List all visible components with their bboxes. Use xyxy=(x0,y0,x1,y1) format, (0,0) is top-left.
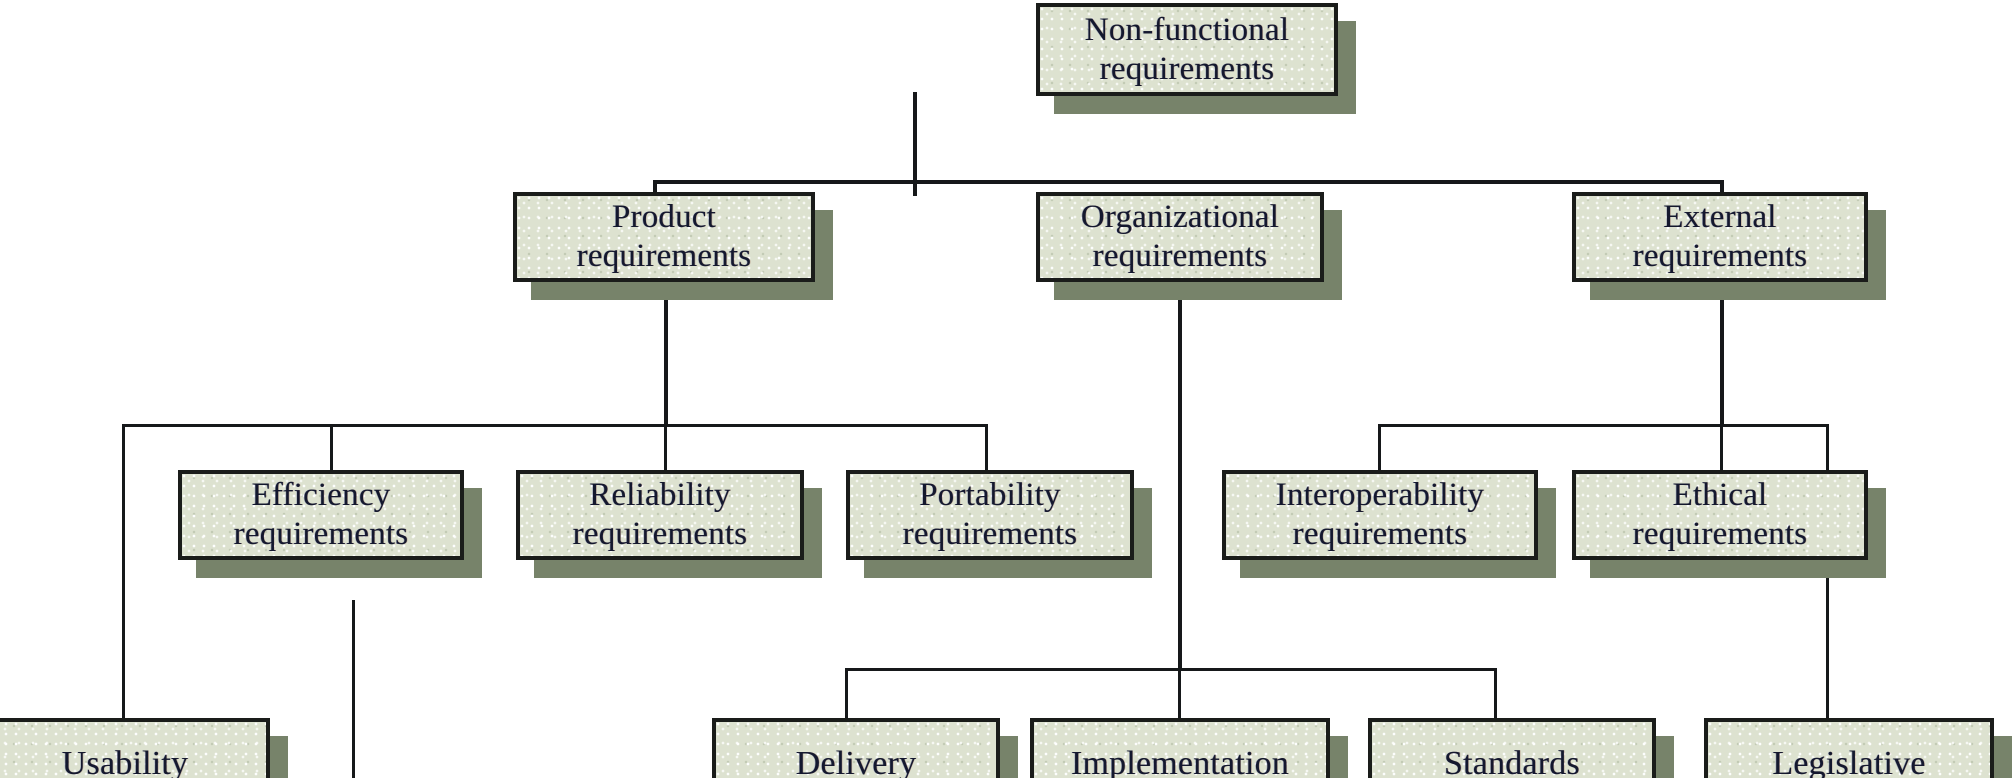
node-external-requirements[interactable]: External requirements xyxy=(1572,192,1886,300)
edge-organizational-bus xyxy=(845,668,1497,671)
edge-external-to-interoperability xyxy=(1378,424,1381,470)
node-portability-requirements[interactable]: Portability requirements xyxy=(846,470,1152,578)
node-non-functional-requirements[interactable]: Non-functional requirements xyxy=(1036,3,1356,114)
edge-org-to-delivery xyxy=(845,668,848,718)
edge-org-to-implementation xyxy=(1178,668,1181,718)
edge-external-trunk xyxy=(1720,278,1724,426)
node-efficiency-requirements[interactable]: Efficiency requirements xyxy=(178,470,482,578)
edge-bus-to-organizational xyxy=(913,180,917,196)
edge-bus-to-external xyxy=(1720,180,1724,196)
node-implementation[interactable]: Implementation xyxy=(1030,718,1348,778)
node-label: Portability requirements xyxy=(902,477,1078,552)
node-box: Product requirements xyxy=(513,192,815,282)
node-label: Legislative xyxy=(1772,745,1926,778)
edge-root-trunk xyxy=(913,92,917,184)
node-box: Reliability requirements xyxy=(516,470,804,560)
edge-organizational-trunk xyxy=(1178,278,1182,670)
edge-level1-bus xyxy=(653,180,1724,184)
edge-org-to-standards xyxy=(1494,668,1497,718)
edge-product-bus xyxy=(122,424,988,427)
node-box: Implementation xyxy=(1030,718,1330,778)
node-label: Product requirements xyxy=(576,199,752,274)
edge-product-to-portability xyxy=(985,424,988,470)
edge-bus-to-product xyxy=(653,180,657,196)
node-box: Non-functional requirements xyxy=(1036,3,1338,96)
node-label: External requirements xyxy=(1632,199,1808,274)
node-box: Efficiency requirements xyxy=(178,470,464,560)
node-box: Delivery xyxy=(712,718,1000,778)
node-usability[interactable]: Usability xyxy=(0,718,288,778)
node-interoperability-requirements[interactable]: Interoperability requirements xyxy=(1222,470,1556,578)
node-box: Standards xyxy=(1368,718,1656,778)
edge-efficiency-trunk xyxy=(352,600,355,778)
node-box: Organizational requirements xyxy=(1036,192,1324,282)
node-label: Non-functional requirements xyxy=(1084,11,1290,87)
node-box: Interoperability requirements xyxy=(1222,470,1538,560)
edge-product-to-reliability xyxy=(664,424,667,470)
node-label: Interoperability requirements xyxy=(1275,477,1485,552)
node-label: Reliability requirements xyxy=(572,477,748,552)
node-ethical-requirements[interactable]: Ethical requirements xyxy=(1572,470,1886,578)
node-box: External requirements xyxy=(1572,192,1868,282)
node-delivery[interactable]: Delivery xyxy=(712,718,1018,778)
node-label: Standards xyxy=(1444,745,1580,778)
node-box: Ethical requirements xyxy=(1572,470,1868,560)
node-box: Legislative xyxy=(1704,718,1994,778)
node-reliability-requirements[interactable]: Reliability requirements xyxy=(516,470,822,578)
node-standards[interactable]: Standards xyxy=(1368,718,1674,778)
edge-product-to-usability xyxy=(122,424,125,718)
node-organizational-requirements[interactable]: Organizational requirements xyxy=(1036,192,1342,300)
edge-external-to-ethical xyxy=(1720,424,1723,470)
edge-external-bus xyxy=(1378,424,1828,427)
node-label: Implementation xyxy=(1070,745,1290,778)
node-box: Portability requirements xyxy=(846,470,1134,560)
edge-product-trunk xyxy=(664,278,668,426)
node-box: Usability xyxy=(0,718,270,778)
node-product-requirements[interactable]: Product requirements xyxy=(513,192,833,300)
node-label: Organizational requirements xyxy=(1080,199,1280,274)
edge-product-to-efficiency xyxy=(330,424,333,470)
node-label: Usability xyxy=(61,745,189,778)
node-label: Delivery xyxy=(795,745,917,778)
node-legislative[interactable]: Legislative xyxy=(1704,718,2012,778)
node-label: Efficiency requirements xyxy=(233,477,409,552)
node-label: Ethical requirements xyxy=(1632,477,1808,552)
